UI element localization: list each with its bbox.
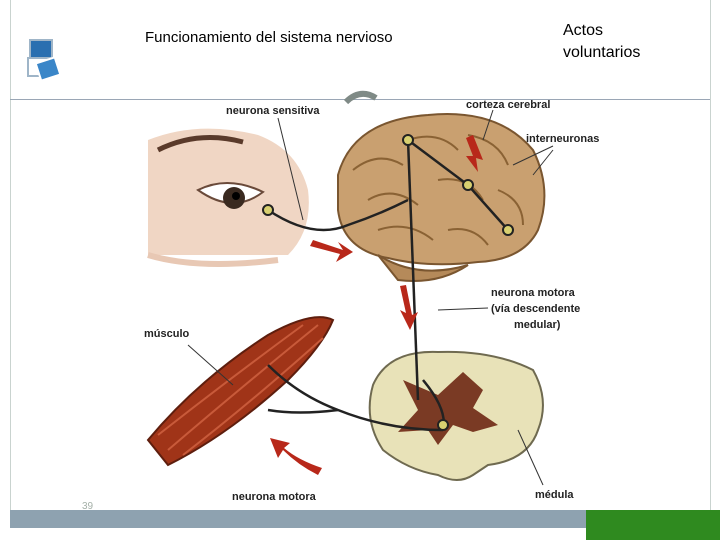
slide-number: 39 bbox=[82, 501, 93, 512]
slide-frame-right bbox=[710, 0, 711, 510]
label-neurona-motora: neurona motora bbox=[232, 491, 317, 503]
label-neurona-motora-via-1: neurona motora bbox=[491, 287, 576, 299]
presentation-logo-icon bbox=[24, 36, 64, 86]
nervous-system-illustration: neurona sensitiva corteza cerebral inter… bbox=[138, 80, 612, 510]
label-neurona-sensitiva: neurona sensitiva bbox=[226, 105, 320, 117]
label-musculo: músculo bbox=[144, 328, 190, 340]
subtitle-line-1: Actos bbox=[563, 20, 673, 42]
slide-frame-left bbox=[10, 0, 11, 510]
label-neurona-motora-via-2: (vía descendente bbox=[491, 303, 580, 315]
label-interneuronas: interneuronas bbox=[526, 133, 599, 145]
slide-title: Funcionamiento del sistema nervioso bbox=[145, 29, 393, 46]
label-medula: médula bbox=[535, 489, 574, 501]
subtitle-line-2: voluntarios bbox=[563, 42, 673, 64]
footer-accent bbox=[586, 510, 720, 540]
footer-bar bbox=[10, 510, 586, 528]
label-corteza-cerebral: corteza cerebral bbox=[466, 99, 550, 111]
slide-subtitle: Actos voluntarios bbox=[563, 20, 673, 64]
label-neurona-motora-via-3: medular) bbox=[514, 319, 561, 331]
